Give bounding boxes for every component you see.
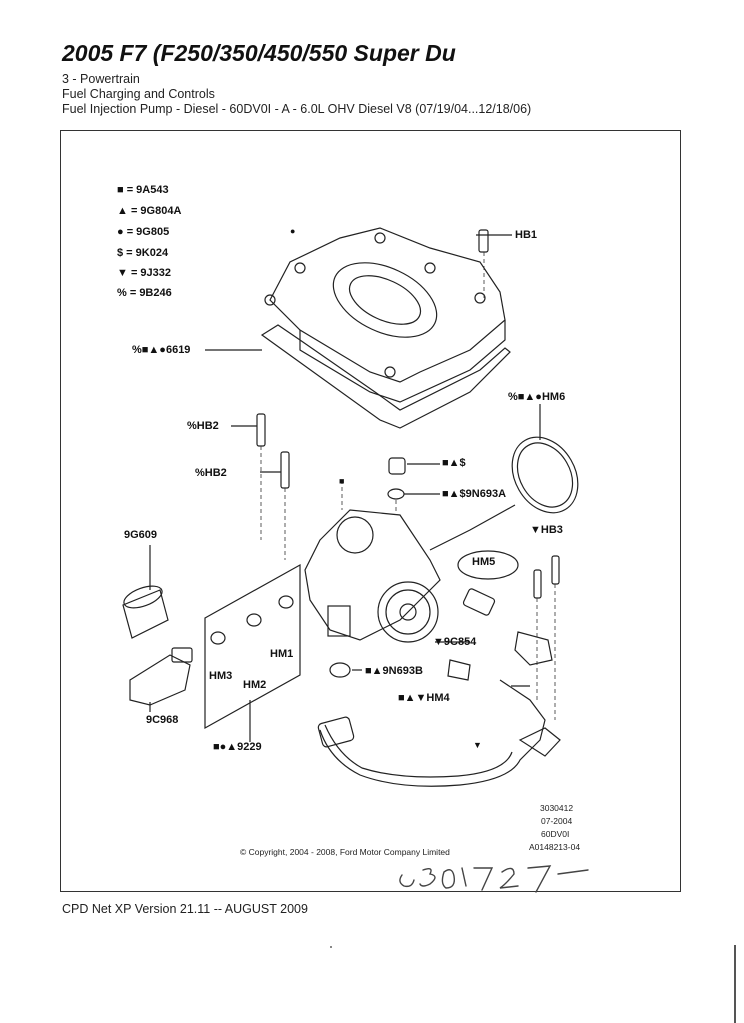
- label-9n693a: ■▲$9N693A: [442, 488, 507, 500]
- legend-item: ■ = 9A543: [117, 184, 169, 196]
- pump-gear: [377, 581, 439, 643]
- marker-triangle: ▼: [473, 740, 482, 750]
- label-hb2-a: %HB2: [187, 420, 219, 432]
- label-plug: ■▲$: [442, 457, 466, 469]
- marker-square: ■: [339, 476, 345, 486]
- label-hb1: HB1: [515, 229, 538, 241]
- sleeve-9g609: [122, 589, 169, 639]
- bolt-hb1: [478, 229, 489, 253]
- valve-9c968: [129, 654, 191, 706]
- bolt-hb2-b: [280, 451, 290, 489]
- label-9229: ■●▲9229: [213, 741, 262, 753]
- label-6619: %■▲●6619: [132, 344, 191, 356]
- label-9g609: 9G609: [124, 529, 158, 541]
- cover-oval-opening: [332, 262, 438, 338]
- legend-item: $ = 9K024: [117, 247, 169, 259]
- label-hm5: HM5: [472, 556, 496, 568]
- sensor-hm5: [462, 588, 496, 616]
- kit-9229-box: [204, 563, 301, 730]
- valve-cover: [269, 227, 506, 383]
- label-hm6: %■▲●HM6: [508, 391, 566, 403]
- wire-harness: [319, 679, 546, 787]
- label-9c968: 9C968: [146, 714, 179, 726]
- ref-line: A0148213-04: [529, 842, 581, 852]
- breadcrumb-group: Fuel Charging and Controls: [62, 87, 215, 101]
- legend-item: % = 9B246: [117, 287, 172, 299]
- breadcrumb-system: 3 - Powertrain: [62, 72, 140, 86]
- label-hm1: HM1: [270, 648, 294, 660]
- scan-edge: [734, 945, 736, 1023]
- legend-item: ● = 9G805: [117, 226, 170, 238]
- ref-line: 07-2004: [541, 816, 573, 826]
- signature-handwritten: [399, 865, 589, 893]
- diagram-frame: [60, 130, 681, 892]
- label-9c854: ▼9C854: [433, 636, 477, 648]
- ref-line: 3030412: [540, 803, 574, 813]
- bolt-hb2-a: [256, 413, 266, 447]
- label-hb2-b: %HB2: [195, 467, 227, 479]
- copyright: © Copyright, 2004 - 2008, Ford Motor Com…: [240, 847, 450, 857]
- label-hb3: ▼HB3: [530, 524, 563, 536]
- scan-speck: [330, 946, 332, 948]
- breadcrumb-component: Fuel Injection Pump - Diesel - 60DV0I - …: [62, 102, 532, 116]
- seal-9n693b: [329, 662, 351, 678]
- label-hm3: HM3: [209, 670, 233, 682]
- connector-9c854: [514, 631, 553, 666]
- plug: [388, 457, 406, 475]
- label-hm4: ■▲▼HM4: [398, 692, 450, 704]
- ref-line: 60DV0I: [541, 829, 570, 839]
- o-ring-hm6: [511, 436, 579, 514]
- gasket-6619: [260, 324, 511, 429]
- seal-9n693a: [387, 488, 405, 500]
- legend-item: ▼ = 9J332: [117, 267, 172, 279]
- marker-dot: ●: [290, 226, 296, 236]
- footer-version: CPD Net XP Version 21.11 -- AUGUST 2009: [62, 902, 308, 916]
- pump-body: [304, 509, 441, 641]
- label-hm2: HM2: [243, 679, 267, 691]
- page-title: 2005 F7 (F250/350/450/550 Super Du: [62, 40, 456, 66]
- legend-item: ▲ = 9G804A: [117, 205, 182, 217]
- label-9n693b: ■▲9N693B: [365, 665, 423, 677]
